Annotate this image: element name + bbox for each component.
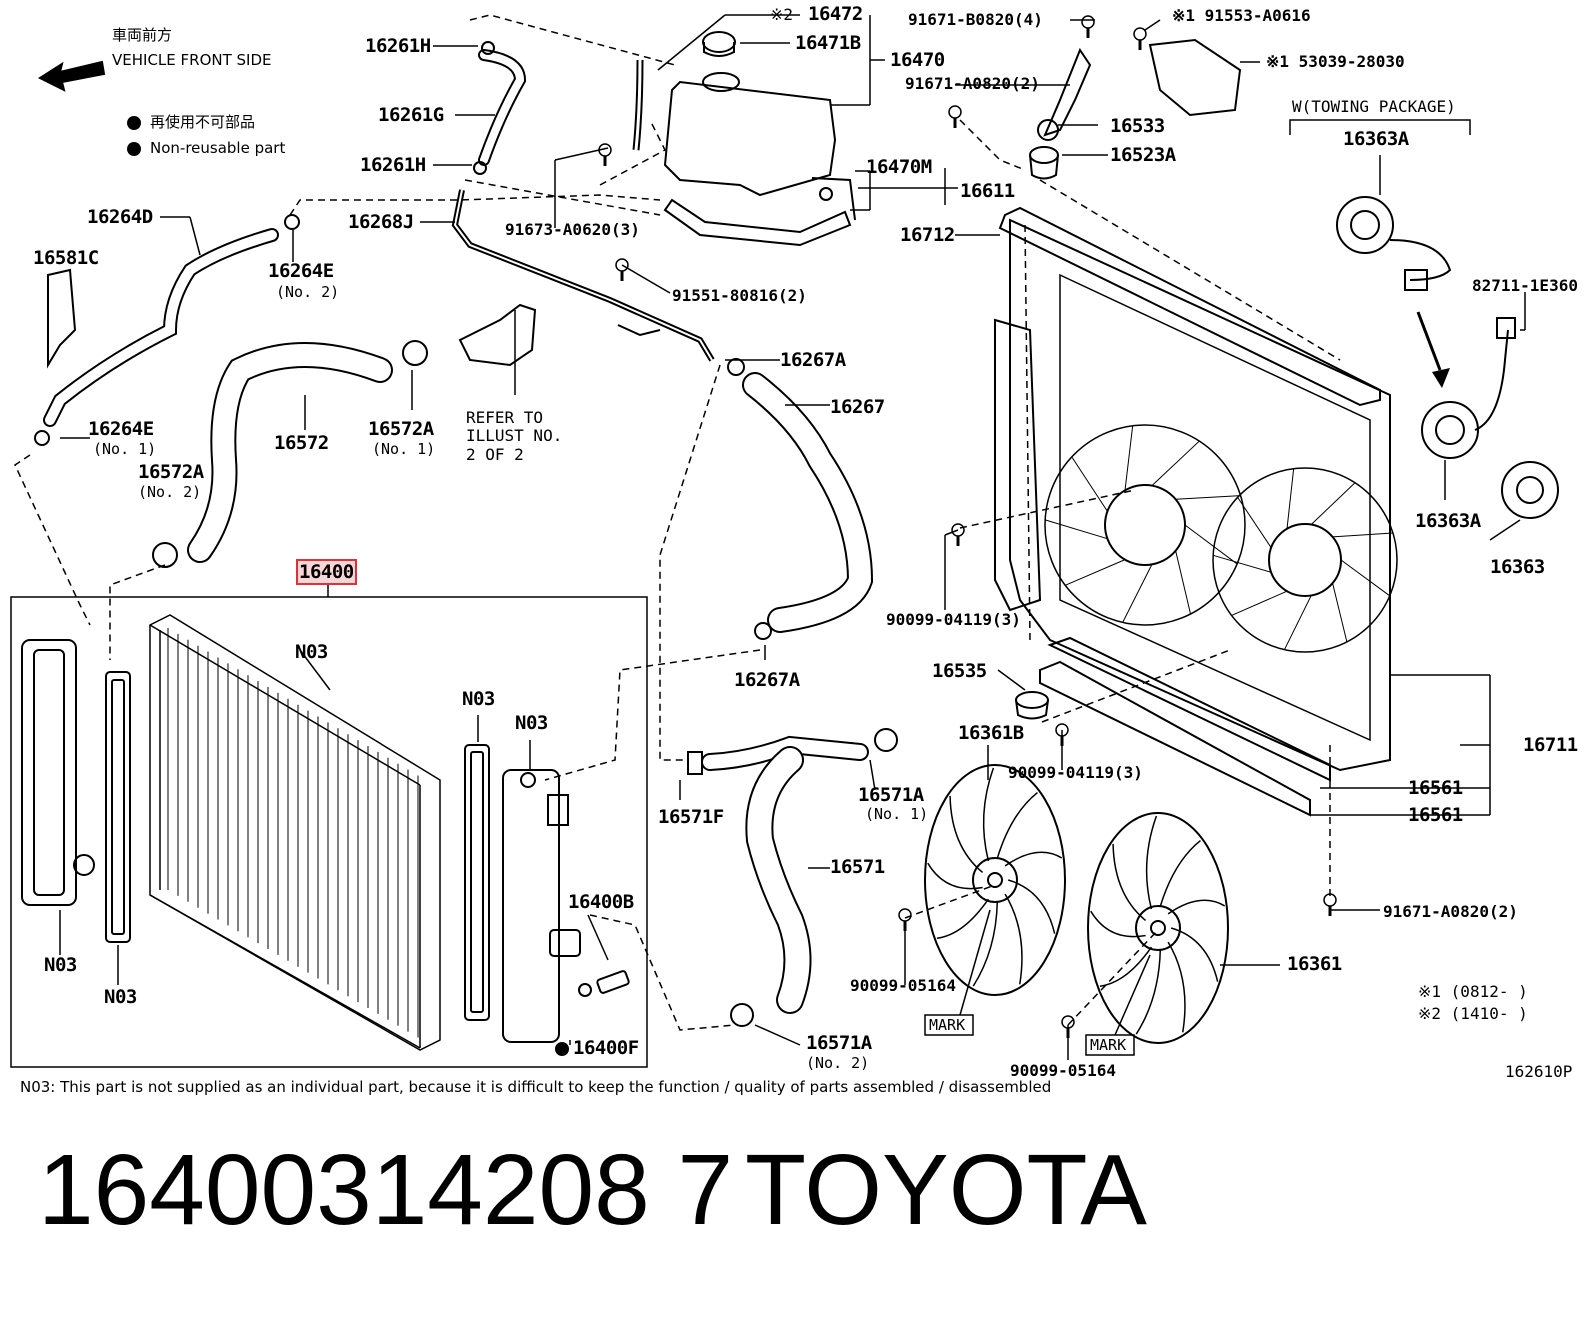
parts-diagram [10,14,1559,1068]
label-16361: 16361 [1287,953,1342,975]
label-16572A-no2-sub: (No. 2) [138,483,202,501]
label-90099-04119-top: 90099-04119(3) [886,610,1021,629]
label-16261H-bottom: 16261H [360,154,426,176]
label-16712: 16712 [900,224,955,246]
label-n03-core: N03 [295,641,328,663]
label-16363A-top: 16363A [1343,128,1409,150]
mark2-label: ※2 [770,5,794,24]
date-note-1: ※1 (0812- ) [1418,982,1528,1001]
label-towing-package: W(TOWING PACKAGE) [1292,97,1456,116]
label-16267A-top: 16267A [780,349,846,371]
label-91551: 91551-80816(2) [672,286,807,305]
label-16533: 16533 [1110,115,1165,137]
vehicle-front-en: VEHICLE FRONT SIDE [112,51,272,69]
label-16267: 16267 [830,396,885,418]
label-16470M: 16470M [866,156,932,178]
label-91671-A0820-bottom: 91671-A0820(2) [1383,902,1518,921]
part-number: 16400314208 7 [38,1134,734,1246]
legend-jp: 再使用不可部品 [150,113,256,131]
illustration-id: 162610P [1505,1062,1573,1081]
brand-name: TOYOTA [745,1134,1147,1246]
label-n03-tank-left: N03 [44,954,77,976]
label-16572: 16572 [274,432,329,454]
label-90099-05164-right: 90099-05164 [1010,1061,1116,1080]
label-82711: 82711-1E360 [1472,276,1578,295]
date-note-2: ※2 (1410- ) [1418,1004,1528,1023]
label-16471B: 16471B [795,32,861,54]
label-16571: 16571 [830,856,885,878]
label-16264E-no2: 16264E [268,260,334,282]
label-16561-top: 16561 [1408,777,1463,799]
label-n03-tank-right: N03 [515,712,548,734]
label-16571A-no2: 16571A [806,1032,872,1054]
label-16264E-no1: 16264E [88,418,154,440]
refer-line-3: 2 OF 2 [466,445,524,464]
label-16470: 16470 [890,49,945,71]
vehicle-front-jp: 車両前方 [112,26,173,44]
label-16571A-no2-sub: (No. 2) [806,1054,870,1072]
label-16261G: 16261G [378,104,444,126]
radiator-assembly-box [10,596,648,1068]
label-16611: 16611 [960,180,1015,202]
label-n03-gasket-right: N03 [462,688,495,710]
label-16361B: 16361B [958,722,1024,744]
refer-line-2: ILLUST NO. [466,426,563,445]
label-16572A-no2: 16572A [138,461,204,483]
label-91671-B0820: 91671-B0820(4) [908,10,1043,29]
label-mark1-53039: ※1 53039-28030 [1266,52,1405,71]
label-16400: 16400 [296,559,357,585]
label-mark-left: MARK [929,1016,966,1034]
highlighted-part-16400: 16400 [296,559,357,585]
label-16264D: 16264D [87,206,153,228]
front-arrow-icon [37,60,106,92]
label-90099-04119-bottom: 90099-04119(3) [1008,763,1143,782]
label-16571A-no1-sub: (No. 1) [865,805,929,823]
label-16711: 16711 [1523,734,1578,756]
refer-line-1: REFER TO [466,408,544,427]
label-mark-right: MARK [1090,1036,1127,1054]
label-16472: 16472 [808,3,863,25]
label-16264E-no2-sub: (No. 2) [276,283,340,301]
label-mark1-91553: ※1 91553-A0616 [1172,6,1311,25]
label-n03-gasket-left: N03 [104,986,137,1008]
label-16535: 16535 [932,660,987,682]
label-16400F: 16400F [573,1037,639,1059]
label-16571F: 16571F [658,806,724,828]
label-90099-05164-left: 90099-05164 [850,976,956,995]
label-16363A-mid: 16363A [1415,510,1481,532]
label-16561-bottom: 16561 [1408,804,1463,826]
label-16363: 16363 [1490,556,1545,578]
label-16268J: 16268J [348,211,414,233]
label-16571A-no1: 16571A [858,784,924,806]
label-16267A-bottom: 16267A [734,669,800,691]
label-91671-A0820-top: 91671-A0820(2) [905,74,1040,93]
label-16572A-no1: 16572A [368,418,434,440]
label-16400B: 16400B [568,891,634,913]
label-16261H-top: 16261H [365,35,431,57]
label-91673: 91673-A0620(3) [505,220,640,239]
label-16264E-no1-sub: (No. 1) [93,440,157,458]
n03-footnote: N03: This part is not supplied as an ind… [20,1078,1052,1096]
label-16581C: 16581C [33,247,99,269]
legend-en: Non-reusable part [150,139,286,157]
label-16572A-no1-sub: (No. 1) [372,440,436,458]
label-16523A: 16523A [1110,144,1176,166]
